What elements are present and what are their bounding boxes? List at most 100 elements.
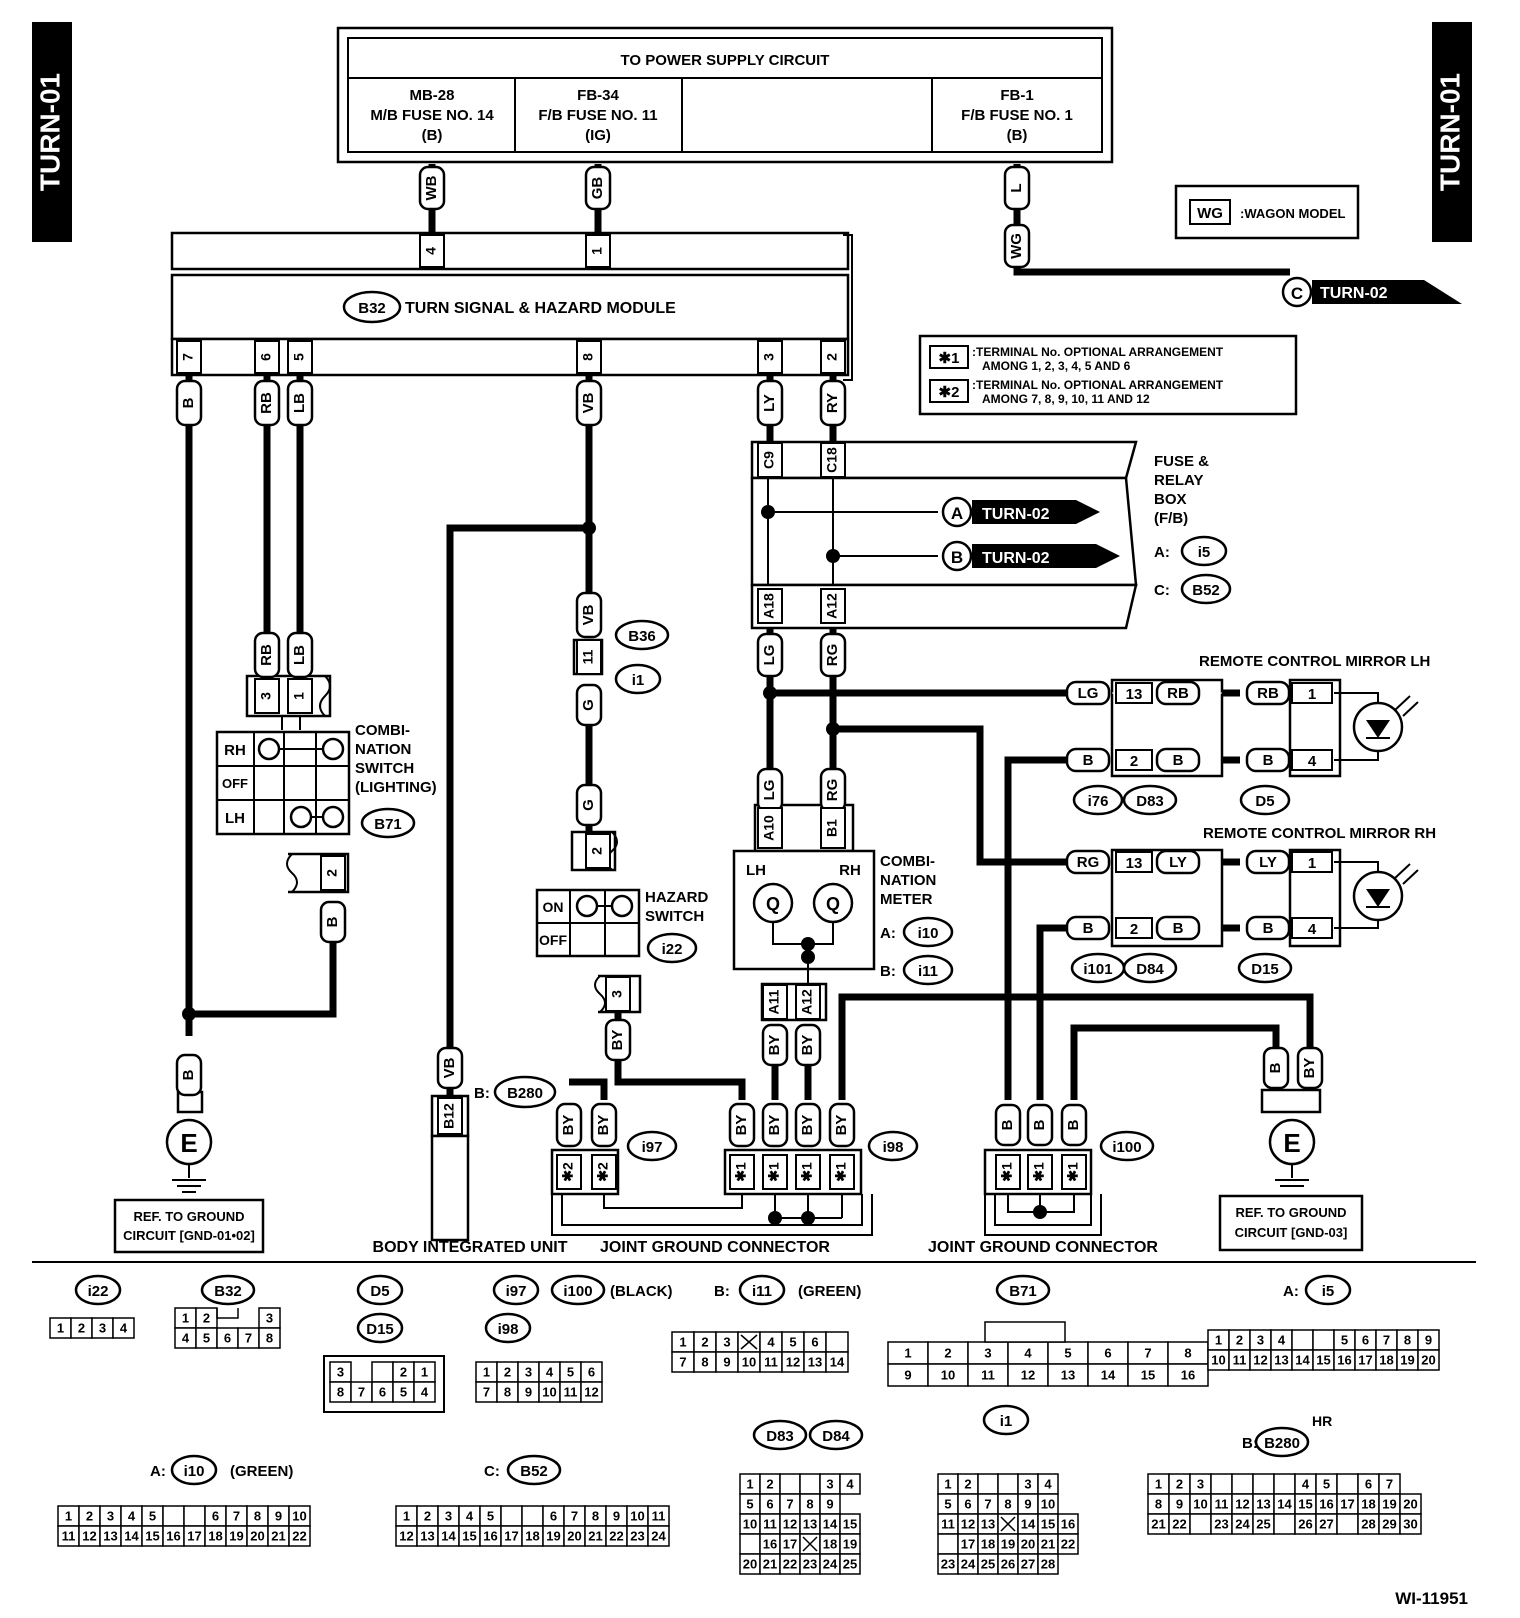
- svg-text:OFF: OFF: [539, 932, 567, 948]
- svg-text:B71: B71: [374, 816, 402, 833]
- wire-tag-label: B: [1173, 920, 1184, 937]
- wire-tag: [1262, 1046, 1290, 1090]
- diagram-code: WI-11951: [1395, 1589, 1468, 1608]
- connector-id-badge: [1254, 1426, 1310, 1458]
- pin-label: B12: [441, 1103, 457, 1129]
- svg-text:C:: C:: [1154, 582, 1170, 599]
- pin-cell: [825, 1351, 849, 1373]
- pin-number: 3: [984, 1345, 991, 1360]
- wire-tag: [756, 379, 784, 427]
- pin-box: [829, 1154, 855, 1190]
- pin-number: 16: [763, 1536, 777, 1551]
- pin-number: 20: [743, 1556, 757, 1571]
- pin-number: 24: [651, 1528, 666, 1543]
- pin-number: 26: [1001, 1556, 1015, 1571]
- pin-number: 10: [742, 1354, 756, 1369]
- pin-number: 21: [1041, 1536, 1055, 1551]
- pin-number: 7: [984, 1496, 991, 1511]
- connector-id-label: i98: [498, 1321, 519, 1338]
- pin-number: 22: [1061, 1536, 1075, 1551]
- svg-text:FUSE &: FUSE &: [1154, 453, 1209, 470]
- pin-label: C9: [761, 451, 777, 469]
- pin-number: 3: [107, 1508, 114, 1523]
- wire-tag: [819, 379, 847, 427]
- connector-caption: B:: [714, 1283, 730, 1300]
- pin-number: 11: [1233, 1352, 1247, 1367]
- pin-cell: [779, 1473, 801, 1495]
- wire-tag: [1155, 747, 1201, 773]
- fuse-mb28-name: M/B FUSE NO. 14: [370, 107, 494, 124]
- svg-text:E: E: [180, 1128, 197, 1158]
- pin-box: [820, 442, 846, 478]
- pin-number: 7: [1144, 1345, 1151, 1360]
- pin-number: 19: [1400, 1352, 1414, 1367]
- pin-number: 5: [1341, 1332, 1348, 1347]
- fuse-mb28: MB-28: [409, 87, 454, 104]
- fuse-fb34-type: (IG): [585, 127, 611, 144]
- svg-text:WG: WG: [1197, 205, 1223, 222]
- wire-tag: [1065, 680, 1111, 706]
- wire-tag: [1245, 849, 1291, 875]
- pin-number: 8: [806, 1496, 813, 1511]
- pin-number: 7: [1386, 1476, 1393, 1491]
- pin-number: 8: [701, 1354, 708, 1369]
- pin-number: 5: [1323, 1476, 1330, 1491]
- svg-text:SWITCH: SWITCH: [645, 908, 704, 925]
- pin-number: 3: [1257, 1332, 1264, 1347]
- pin-box: [995, 1154, 1021, 1190]
- connector-id-label: D84: [822, 1428, 850, 1445]
- wire-tag: [994, 1103, 1022, 1147]
- svg-text:REMOTE CONTROL MIRROR RH: REMOTE CONTROL MIRROR RH: [1203, 825, 1436, 842]
- wire-tag-label: G: [580, 699, 597, 711]
- pin-number: 2: [964, 1476, 971, 1491]
- pin-number: 19: [229, 1528, 243, 1543]
- wire-tag-label: B: [1065, 1119, 1082, 1130]
- pin-number: 12: [1253, 1352, 1267, 1367]
- pin-cell: [258, 1327, 281, 1349]
- pin-box: [605, 976, 631, 1012]
- pin-cell: [977, 1473, 999, 1495]
- pin-number: 1: [679, 1334, 686, 1349]
- svg-text:2: 2: [1130, 753, 1138, 770]
- pin-cell: [997, 1473, 1019, 1495]
- connector-id-label: i5: [1322, 1283, 1335, 1300]
- svg-text:LH: LH: [225, 810, 245, 827]
- pin-number: 10: [1041, 1496, 1055, 1511]
- pin-box: [437, 1097, 463, 1135]
- pin-number: 4: [546, 1364, 554, 1379]
- pin-number: 20: [1021, 1536, 1035, 1551]
- pin-cell: [1273, 1513, 1296, 1535]
- pin-number: 14: [823, 1516, 838, 1531]
- pin-number: 4: [767, 1334, 775, 1349]
- wire-tag-label: B: [1083, 920, 1094, 937]
- connector-id-label: i11: [752, 1283, 772, 1300]
- pin-cell: [371, 1361, 394, 1383]
- svg-text:A: A: [951, 504, 963, 523]
- wire-tag: [761, 1102, 789, 1148]
- pin-number: 25: [843, 1556, 857, 1571]
- svg-text:D5: D5: [1255, 793, 1274, 810]
- wire-tag-label: B: [324, 916, 341, 927]
- connector-id-badge: [550, 1274, 606, 1306]
- pin-number: 14: [1021, 1516, 1036, 1531]
- connector-caption: (BLACK): [610, 1283, 672, 1300]
- pin-number: 5: [567, 1364, 574, 1379]
- pin-box: [820, 807, 846, 849]
- pin-number: 1: [403, 1508, 410, 1523]
- pin-cell: [825, 1331, 849, 1353]
- pin-number: 12: [783, 1516, 797, 1531]
- pin-number: 16: [1337, 1352, 1351, 1367]
- joint-ground-connector-2: JOINT GROUND CONNECTOR i100: [928, 1130, 1158, 1256]
- svg-text:i100: i100: [1112, 1139, 1141, 1156]
- pin-number: 8: [1004, 1496, 1011, 1511]
- pin-number: 5: [203, 1330, 210, 1345]
- wire-tag: [1155, 849, 1201, 875]
- pin-number: 18: [525, 1528, 539, 1543]
- power-title: TO POWER SUPPLY CIRCUIT: [621, 52, 830, 69]
- pin-number: 12: [584, 1384, 598, 1399]
- svg-text:TURN-02: TURN-02: [982, 506, 1050, 523]
- wire-tag-label: B: [1083, 752, 1094, 769]
- connector-id-badge: [356, 1312, 404, 1344]
- svg-text:BOX: BOX: [1154, 491, 1187, 508]
- pin-number: 5: [944, 1496, 951, 1511]
